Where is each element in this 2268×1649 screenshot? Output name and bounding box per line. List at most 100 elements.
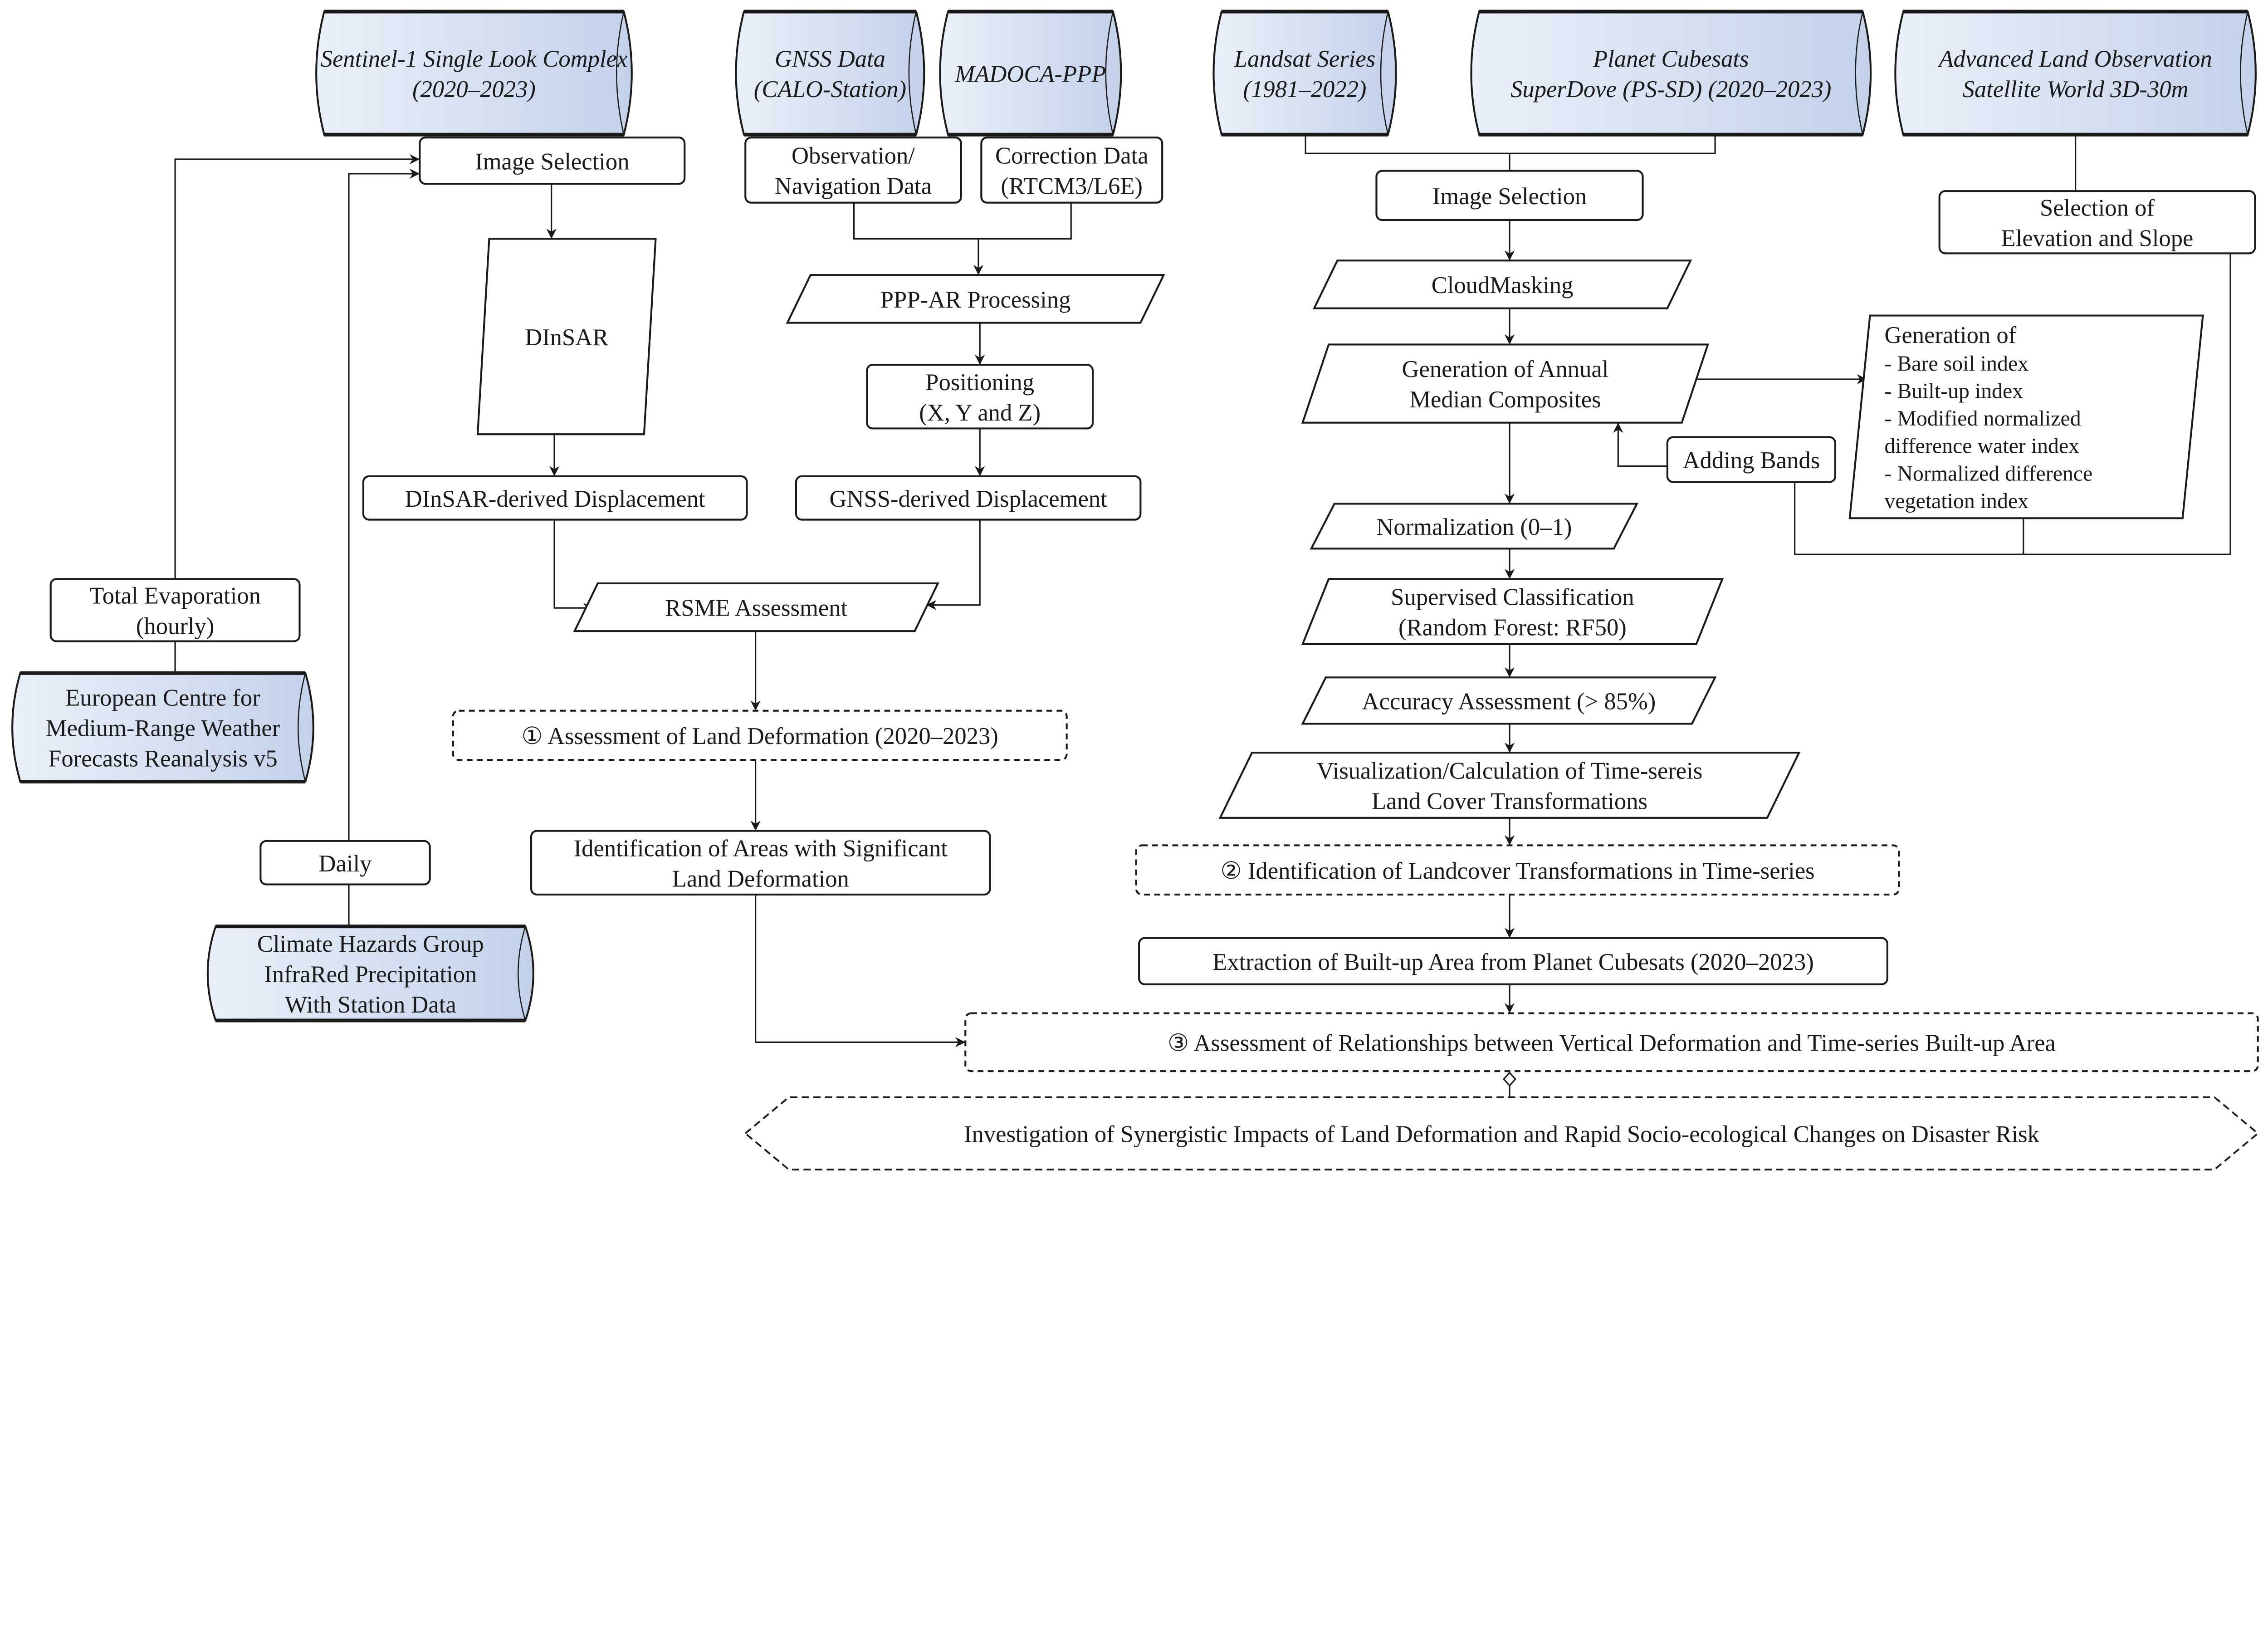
node-label: - Modified normalized	[1884, 406, 2081, 431]
arrow-connector	[348, 168, 420, 841]
ident-areas-node: Identification of Areas with Significant…	[530, 830, 991, 895]
node-label: European Centre for	[65, 685, 260, 711]
line-connector	[1305, 134, 1716, 154]
node-label: MADOCA-PPP	[954, 61, 1106, 87]
hexagon-shape	[744, 1096, 2259, 1171]
visualization-node: Visualization/Calculation of Time-sereis…	[1218, 752, 1801, 819]
arrow-connector	[926, 519, 981, 610]
accuracy-node: Accuracy Assessment (> 85%)	[1301, 676, 1717, 725]
diamond-icon	[1503, 1071, 1516, 1087]
node-label: Elevation and Slope	[2001, 225, 2194, 251]
node-label: (CALO-Station)	[754, 76, 906, 103]
cloudmasking-node: CloudMasking	[1312, 259, 1692, 309]
parallelogram-shape	[573, 582, 939, 632]
box-shape	[1375, 170, 1644, 221]
node-label: RSME Assessment	[665, 595, 847, 621]
line-connector	[1794, 253, 2231, 555]
arrow-connector	[174, 154, 420, 579]
cylinder-edge	[1105, 11, 1114, 135]
cylinder-edge	[298, 673, 306, 782]
node-label: Correction Data	[995, 143, 1149, 169]
data-source-cylinder	[315, 10, 633, 136]
node-label: GNSS Data	[775, 46, 885, 72]
arrow-connector	[1613, 422, 1667, 467]
connectors	[174, 134, 2231, 1097]
image-selection-opt-node: Image Selection	[1375, 170, 1644, 221]
data-source-cylinder	[1894, 10, 2257, 136]
cylinder-edge	[518, 926, 526, 1021]
normalization-node: Normalization (0–1)	[1310, 503, 1639, 550]
node-label: Climate Hazards Group	[257, 931, 484, 957]
ppp-ar-node: PPP-AR Processing	[786, 274, 1165, 324]
node-label: Visualization/Calculation of Time-sereis	[1317, 758, 1702, 784]
box-shape	[362, 475, 748, 521]
parallelogram-shape	[786, 274, 1165, 324]
node-label: Normalization (0–1)	[1376, 514, 1572, 540]
gnss-disp-node: GNSS-derived Displacement	[795, 475, 1142, 521]
node-label: Planet Cubesats	[1593, 46, 1749, 72]
node-label: Extraction of Built-up Area from Planet …	[1212, 949, 1814, 975]
node-label: (Random Forest: RF50)	[1398, 615, 1627, 641]
parallelogram-shape	[1301, 343, 1710, 424]
rsme-node: RSME Assessment	[573, 582, 939, 632]
node-label: Selection of	[2040, 195, 2155, 221]
node-label: Positioning	[925, 369, 1034, 396]
parallelogram-shape	[476, 238, 657, 435]
node-label: Image Selection	[475, 148, 629, 175]
box-shape	[452, 710, 1068, 761]
positioning-node: Positioning(X, Y and Z)	[866, 364, 1094, 430]
cylinder-edge	[1855, 11, 1863, 135]
cylinder-edge	[908, 11, 917, 135]
box-shape	[744, 137, 962, 204]
image-selection-sar-node: Image Selection	[419, 137, 686, 185]
node-label: InfraRed Precipitation	[264, 961, 477, 988]
correction-node: Correction Data (RTCM3/L6E)	[980, 137, 1163, 204]
node-label: (RTCM3/L6E)	[1001, 173, 1143, 200]
dinsar-disp-node: DInSAR-derived Displacement	[362, 475, 748, 521]
gnss-data-node: GNSS Data (CALO-Station)	[735, 10, 925, 137]
box-shape	[49, 578, 301, 642]
data-source-cylinder	[1470, 10, 1872, 136]
node-label: DInSAR	[525, 324, 609, 351]
parallelogram-shape	[1312, 259, 1692, 309]
box-shape	[964, 1012, 2259, 1072]
landsat-node: Landsat Series(1981–2022)	[1212, 10, 1397, 137]
node-label: vegetation index	[1884, 489, 2028, 513]
supervised-node: Supervised Classification (Random Forest:…	[1301, 578, 1724, 645]
node-label: Total Evaporation	[89, 583, 261, 609]
node-label: Medium-Range Weather	[46, 715, 280, 742]
assess-deform-node: ① Assessment of Land Deformation (2020–2…	[452, 710, 1068, 761]
node-label: Daily	[319, 851, 372, 877]
node-label: PPP-AR Processing	[880, 287, 1071, 313]
node-label: (hourly)	[136, 613, 214, 640]
box-shape	[419, 137, 686, 185]
line-connector	[853, 202, 1072, 240]
nodes: Sentinel-1 Single Look Complex(2020–2023…	[11, 10, 2259, 1171]
node-label: Navigation Data	[775, 173, 932, 200]
box-shape	[1135, 844, 1900, 895]
node-label: Satellite World 3D-30m	[1963, 76, 2189, 103]
node-label: Generation of Annual	[1402, 356, 1608, 382]
node-label: SuperDove (PS-SD) (2020–2023)	[1510, 76, 1831, 103]
node-label: Land Cover Transformations	[1372, 788, 1647, 815]
node-label: Supervised Classification	[1391, 584, 1634, 611]
node-label: (2020–2023)	[412, 76, 536, 103]
box-shape	[1938, 190, 2256, 254]
node-label: Observation/	[792, 143, 915, 169]
parallelogram-shape	[1310, 503, 1639, 550]
daily-node: Daily	[259, 840, 431, 886]
box-shape	[530, 830, 991, 895]
generation-of-node: Generation of - Bare soil index - Built-…	[1848, 314, 2204, 519]
cylinder-edge	[1380, 11, 1389, 135]
workflow-diagram: Sentinel-1 Single Look Complex(2020–2023…	[11, 10, 2259, 1171]
arrow-connector	[755, 894, 966, 1047]
box-shape	[1138, 937, 1888, 985]
obs-nav-node: Observation/Navigation Data	[744, 137, 962, 204]
node-label: Identification of Areas with Significant	[574, 835, 948, 861]
box-shape	[795, 475, 1142, 521]
node-label: (1981–2022)	[1243, 76, 1367, 103]
